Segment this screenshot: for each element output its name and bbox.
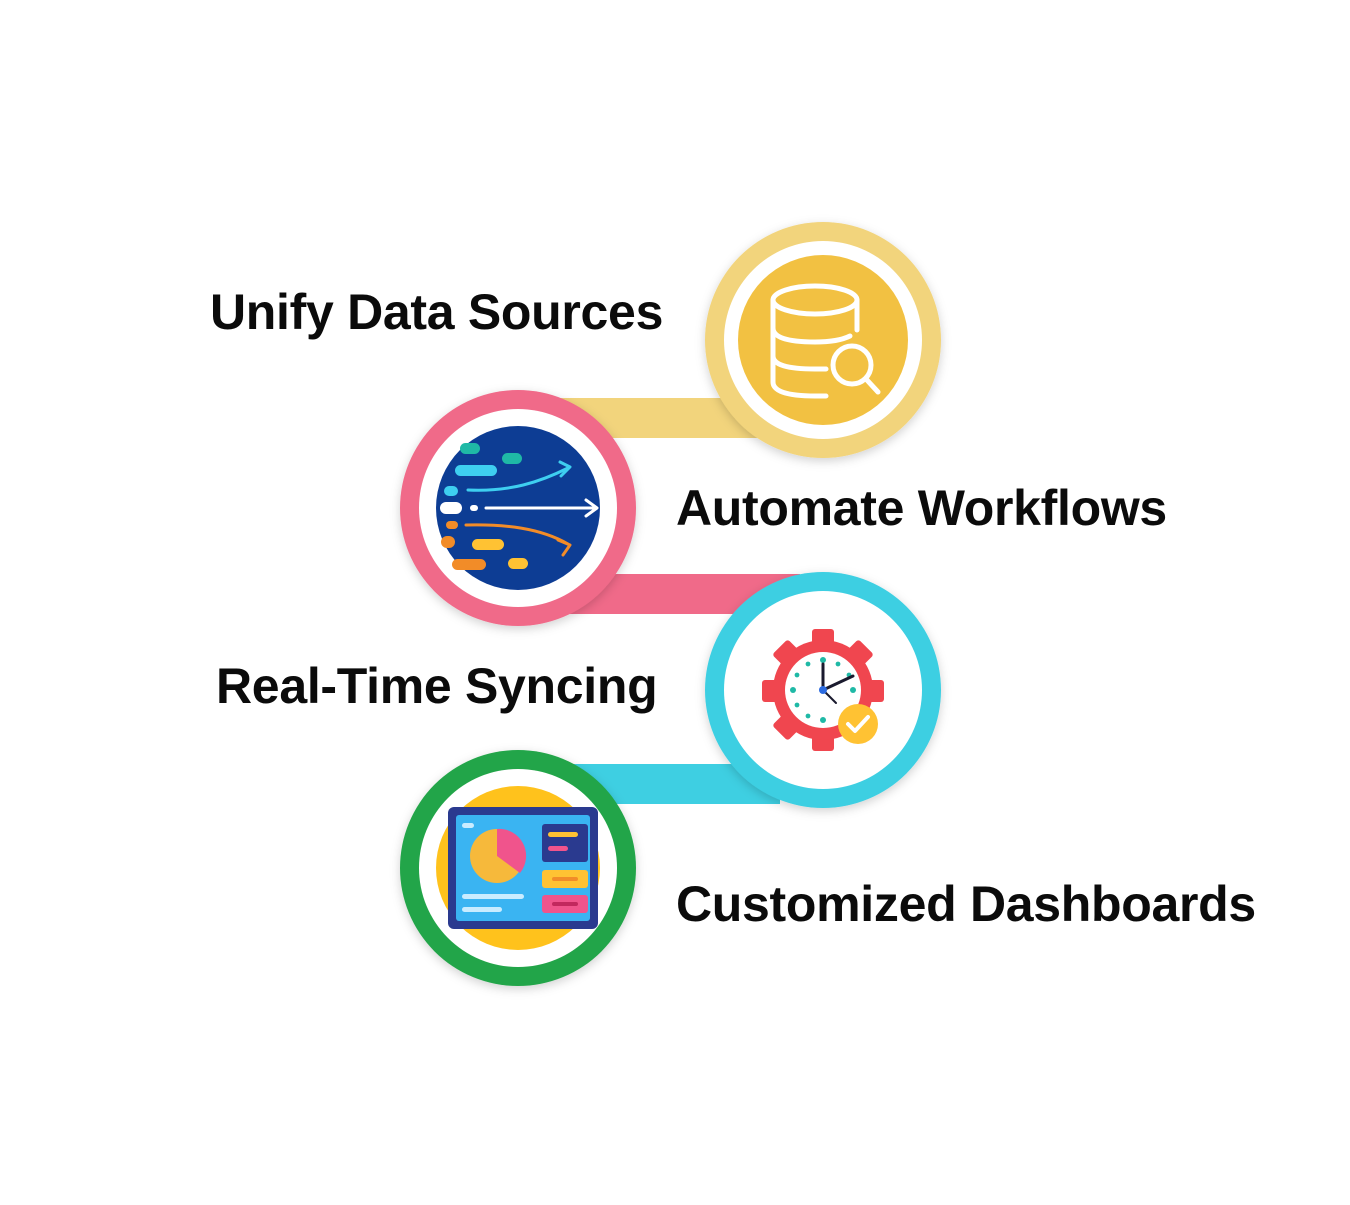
data-flow-icon — [440, 443, 599, 570]
database-search-icon — [770, 283, 881, 399]
step-4-label: Customized Dashboards — [676, 876, 1256, 932]
step-3-label: Real-Time Syncing — [216, 658, 658, 714]
dashboard-icon — [448, 807, 598, 929]
step-1-label: Unify Data Sources — [210, 284, 664, 340]
step-2-label: Automate Workflows — [676, 480, 1167, 536]
gear-clock-icon — [762, 629, 884, 751]
